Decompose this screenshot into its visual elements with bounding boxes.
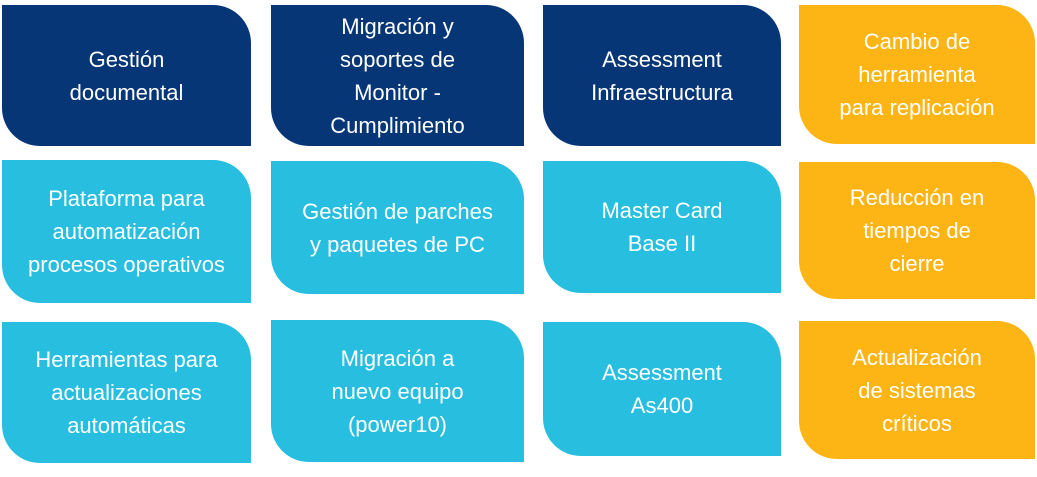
tile-label: Plataforma para automatización procesos … (28, 186, 225, 277)
tile-label: Migración a nuevo equipo (power10) (331, 345, 464, 437)
tile-actualizacion-sistemas-criticos: Actualización de sistemas críticos (799, 321, 1035, 459)
tile-label: Master Card Base II (601, 198, 723, 256)
tile-herramientas-actualizaciones: Herramientas para actualizaciones automá… (2, 322, 251, 463)
tile-label: Gestión de parches y paquetes de PC (302, 198, 493, 257)
tile-label: Actualización de sistemas críticos (852, 344, 982, 436)
tile-label: Cambio de herramienta para replicación (839, 29, 995, 120)
tile-assessment-infraestructura: Assessment Infraestructura (543, 5, 781, 146)
tile-master-card-base-ii: Master Card Base II (543, 161, 781, 293)
tile-gestion-documental: Gestión documental (2, 5, 251, 146)
tile-plataforma-automatizacion: Plataforma para automatización procesos … (2, 160, 251, 303)
tile-migracion-soportes-monitor: Migración y soportes de Monitor - Cumpli… (271, 5, 524, 146)
tile-reduccion-tiempos-cierre: Reducción en tiempos de cierre (799, 162, 1035, 299)
tile-migracion-power10: Migración a nuevo equipo (power10) (271, 320, 524, 462)
tile-label: Gestión documental (69, 46, 184, 105)
tile-label: Herramientas para actualizaciones automá… (35, 347, 218, 438)
tile-label: Migración y soportes de Monitor - Cumpli… (330, 13, 465, 138)
tile-label: Assessment As400 (602, 360, 722, 418)
tile-assessment-as400: Assessment As400 (543, 322, 781, 456)
tile-label: Assessment Infraestructura (591, 46, 733, 105)
tile-cambio-herramienta-replicacion: Cambio de herramienta para replicación (799, 5, 1035, 144)
tile-gestion-parches: Gestión de parches y paquetes de PC (271, 161, 524, 294)
tile-label: Reducción en tiempos de cierre (849, 185, 985, 276)
